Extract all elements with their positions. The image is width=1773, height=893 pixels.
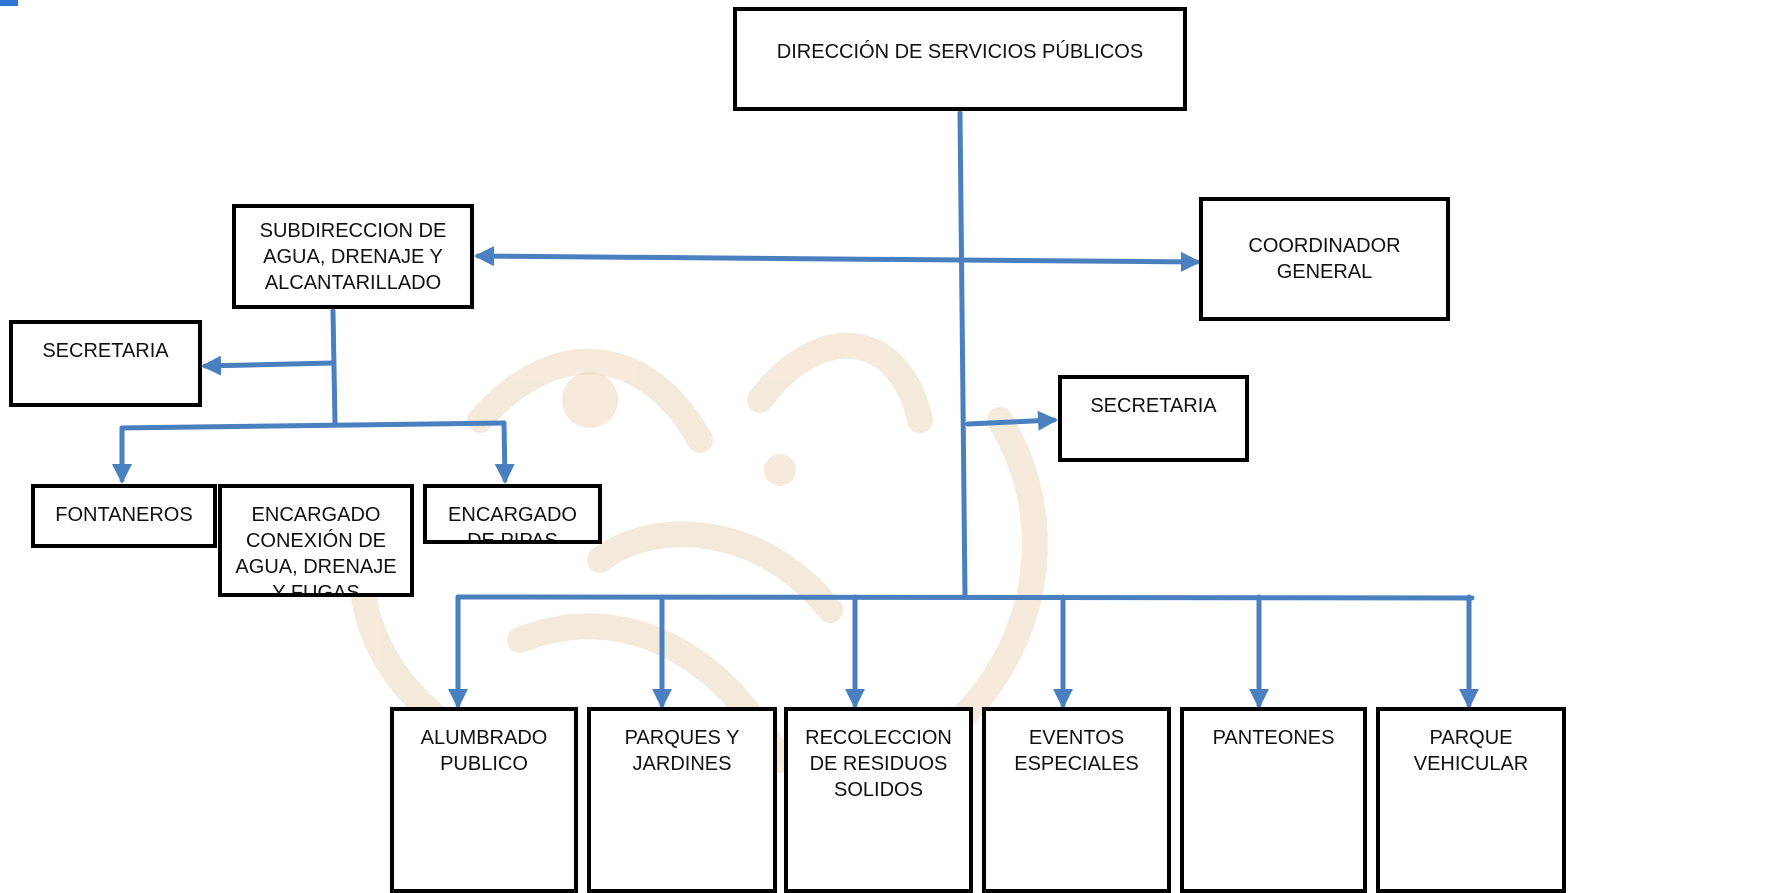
org-node-sec-right: SECRETARIA [1058,375,1249,462]
org-node-sub: SUBDIRECCION DE AGUA, DRENAJE Y ALCANTAR… [232,204,474,309]
org-node-pant: PANTEONES [1180,707,1367,893]
connector-pipas [494,420,515,484]
corner-marker [0,0,18,6]
org-node-coord: COORDINADOR GENERAL [1199,197,1450,321]
org-node-alum: ALUMBRADO PUBLICO [390,707,578,893]
org-node-reco: RECOLECCION DE RESIDUOS SOLIDOS [784,707,973,893]
connector-sub-coord [474,246,1201,272]
connector-sec-right [965,410,1058,431]
connector-main-trunk [957,110,968,600]
org-node-enc-pip: ENCARGADO DE PIPAS [423,484,602,544]
org-node-enc-con: ENCARGADO CONEXIÓN DE AGUA, DRENAJE Y FU… [218,484,414,597]
connector-sec-left [201,355,336,376]
org-node-sec-left: SECRETARIA [9,320,202,407]
connector-bottom-bus [455,594,1475,601]
connector-sub-trunk [330,308,338,426]
connector-sub-bus [119,420,507,431]
org-node-font: FONTANEROS [31,484,217,548]
org-node-even: EVENTOS ESPECIALES [982,707,1171,893]
org-node-veh: PARQUE VEHICULAR [1376,707,1566,893]
org-node-dir: DIRECCIÓN DE SERVICIOS PÚBLICOS [733,7,1187,111]
org-node-parq: PARQUES Y JARDINES [587,707,777,893]
